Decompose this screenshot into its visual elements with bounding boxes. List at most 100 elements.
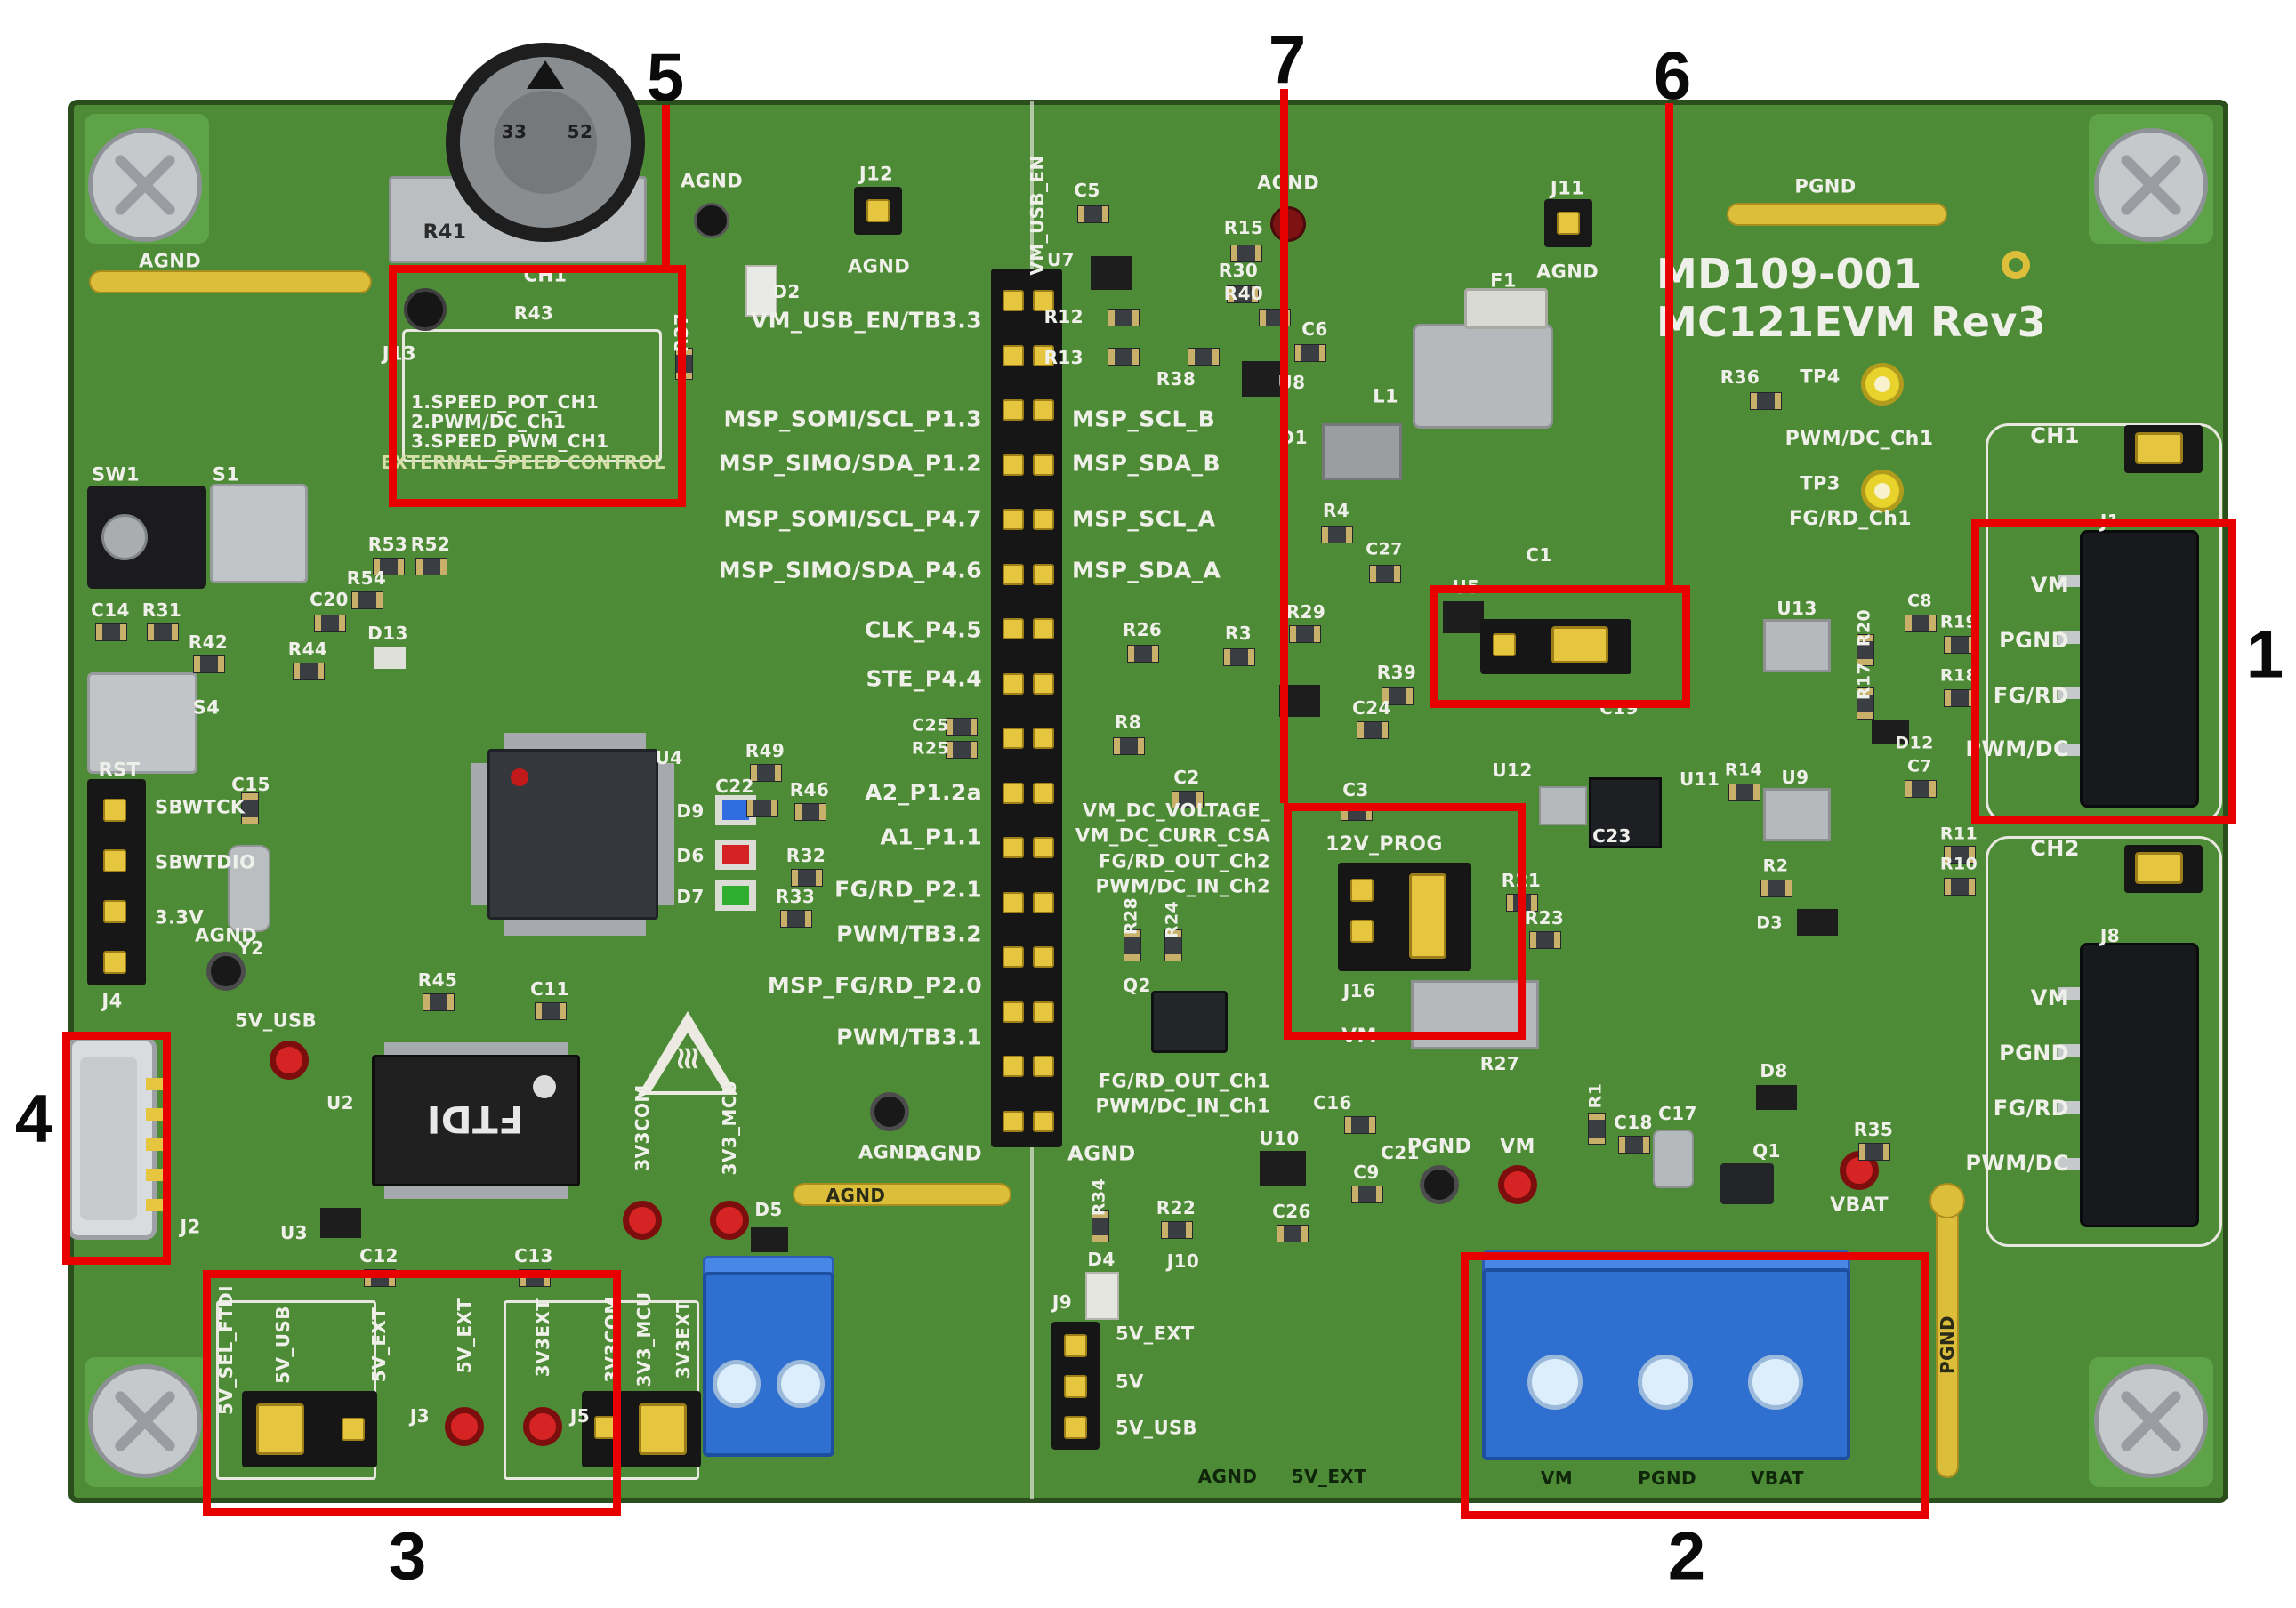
passive-component bbox=[1294, 344, 1326, 362]
pcb-label: C11 bbox=[530, 978, 569, 1000]
pcb-label: 5V_USB bbox=[1116, 1417, 1197, 1439]
callout-box-1 bbox=[1971, 519, 2236, 824]
chip-u10 bbox=[1260, 1151, 1306, 1186]
passive-component bbox=[1113, 737, 1145, 755]
header-pin bbox=[1003, 344, 1024, 366]
header-pin bbox=[1003, 946, 1024, 968]
header-pin bbox=[103, 799, 126, 822]
passive-component bbox=[1277, 1225, 1309, 1242]
pcb-label: C14 bbox=[91, 599, 130, 621]
led-d4 bbox=[1085, 1272, 1119, 1320]
pcb-label: 1.SPEED_POT_CH1 bbox=[411, 391, 600, 413]
passive-component bbox=[746, 800, 778, 817]
callout-line-6 bbox=[1665, 103, 1673, 585]
pcb-label: U13 bbox=[1776, 598, 1817, 619]
header-pin bbox=[1033, 454, 1054, 476]
pcb-label: R22 bbox=[1156, 1197, 1196, 1218]
passive-component bbox=[1188, 348, 1220, 366]
header-pin bbox=[1003, 728, 1024, 749]
passive-component bbox=[193, 655, 225, 673]
pcb-label: J16 bbox=[1342, 980, 1376, 1001]
pcb-label: R8 bbox=[1114, 712, 1142, 733]
diode-d5 bbox=[751, 1227, 788, 1252]
pcb-label: PWM/DC_IN_Ch1 bbox=[1095, 1095, 1270, 1117]
connector-pin bbox=[2058, 1044, 2080, 1057]
led-d7-green bbox=[722, 886, 749, 905]
pcb-label: R52 bbox=[410, 534, 451, 555]
testpoint-agnd bbox=[206, 952, 246, 991]
pcb-label: MSP_SIMO/SDA_P4.6 bbox=[718, 557, 982, 583]
pcb-label: MSP_SOMI/SCL_P1.3 bbox=[723, 406, 982, 432]
pcb-label: C7 bbox=[1907, 756, 1932, 776]
pcb-label: FG/RD_OUT_Ch1 bbox=[1098, 1070, 1270, 1092]
pcb-label: PWM/DC_IN_Ch2 bbox=[1095, 875, 1270, 897]
passive-component bbox=[314, 615, 346, 632]
pcb-label: R36 bbox=[1720, 366, 1760, 388]
testpoint-3v3com bbox=[623, 1201, 662, 1240]
chip-u13 bbox=[1763, 619, 1831, 672]
passive-component bbox=[1108, 348, 1140, 366]
usb-pin bbox=[146, 1138, 164, 1151]
pcb-label: L1 bbox=[1373, 385, 1398, 407]
pcb-label: PGND bbox=[1937, 1315, 1958, 1375]
header-pin bbox=[1003, 563, 1024, 585]
led-d9-blue bbox=[722, 800, 749, 820]
passive-component bbox=[794, 803, 826, 821]
pcb-label: R10 bbox=[1939, 854, 1978, 874]
pcb-label: 52 bbox=[567, 121, 593, 142]
passive-component bbox=[946, 741, 978, 759]
pcb-label: D7 bbox=[676, 886, 705, 907]
pcb-label: D3 bbox=[1756, 913, 1783, 933]
trace-pad bbox=[1929, 1183, 1965, 1218]
pcb-label: AGND bbox=[858, 1141, 922, 1163]
testpoint-pgnd bbox=[1420, 1165, 1459, 1204]
pcb-label: C9 bbox=[1353, 1162, 1380, 1183]
pcb-label: R17 bbox=[1854, 662, 1874, 701]
pcb-label: J9 bbox=[1051, 1291, 1073, 1313]
passive-component bbox=[1108, 309, 1140, 326]
led-d13 bbox=[374, 647, 406, 669]
pcb-label: D13 bbox=[367, 623, 408, 644]
passive-component bbox=[1230, 245, 1262, 262]
capacitor-c17 bbox=[1653, 1130, 1694, 1188]
pcb-label: R14 bbox=[1724, 760, 1763, 780]
header-pin bbox=[1003, 891, 1024, 913]
pcb-label: R42 bbox=[188, 631, 229, 653]
agnd-pad bbox=[694, 203, 729, 238]
pcb-label: R53 bbox=[367, 534, 408, 555]
chip-u5 bbox=[1443, 601, 1484, 633]
testpoint-vm bbox=[1498, 1165, 1537, 1204]
pcb-label: FG/RD_Ch1 bbox=[1788, 508, 1913, 530]
mcu-pins bbox=[504, 733, 646, 749]
pcb-label: R4 bbox=[1322, 500, 1350, 521]
header-pin bbox=[1003, 1001, 1024, 1023]
pcb-label: VBAT bbox=[1751, 1467, 1804, 1489]
callout-number-1: 1 bbox=[2245, 616, 2284, 693]
header-pin bbox=[1033, 618, 1054, 639]
pcb-label: 3V3EXT bbox=[673, 1299, 694, 1379]
pcb-label: S1 bbox=[212, 463, 240, 486]
callout-line-5 bbox=[662, 105, 670, 265]
header-pin bbox=[1003, 672, 1024, 695]
pcb-label: R41 bbox=[423, 221, 467, 244]
header-pin bbox=[1003, 454, 1024, 476]
pcb-label: AGND bbox=[847, 255, 911, 277]
pcb-label: J5 bbox=[569, 1405, 591, 1427]
header-pin bbox=[1033, 344, 1054, 366]
passive-component bbox=[1728, 784, 1760, 801]
pcb-label: C6 bbox=[1301, 318, 1328, 340]
pcb-label: R27 bbox=[1479, 1053, 1520, 1074]
transistor-q1 bbox=[1720, 1163, 1774, 1204]
pcb-label: SW1 bbox=[91, 463, 141, 486]
inductor-l1 bbox=[1413, 324, 1553, 429]
pcb-label: MSP_SOMI/SCL_P4.7 bbox=[723, 505, 982, 532]
header-pin bbox=[1033, 509, 1054, 530]
passive-component bbox=[1618, 1136, 1650, 1154]
pcb-label: TP3 bbox=[1800, 472, 1841, 494]
pcb-label: R28 bbox=[1121, 896, 1141, 936]
pcb-label: A1_P1.1 bbox=[880, 824, 982, 850]
diode-d3 bbox=[1797, 909, 1838, 936]
silkscreen-box-ch2 bbox=[1986, 836, 2222, 1247]
passive-component bbox=[1588, 1113, 1606, 1145]
pcb-label: C8 bbox=[1907, 591, 1932, 611]
